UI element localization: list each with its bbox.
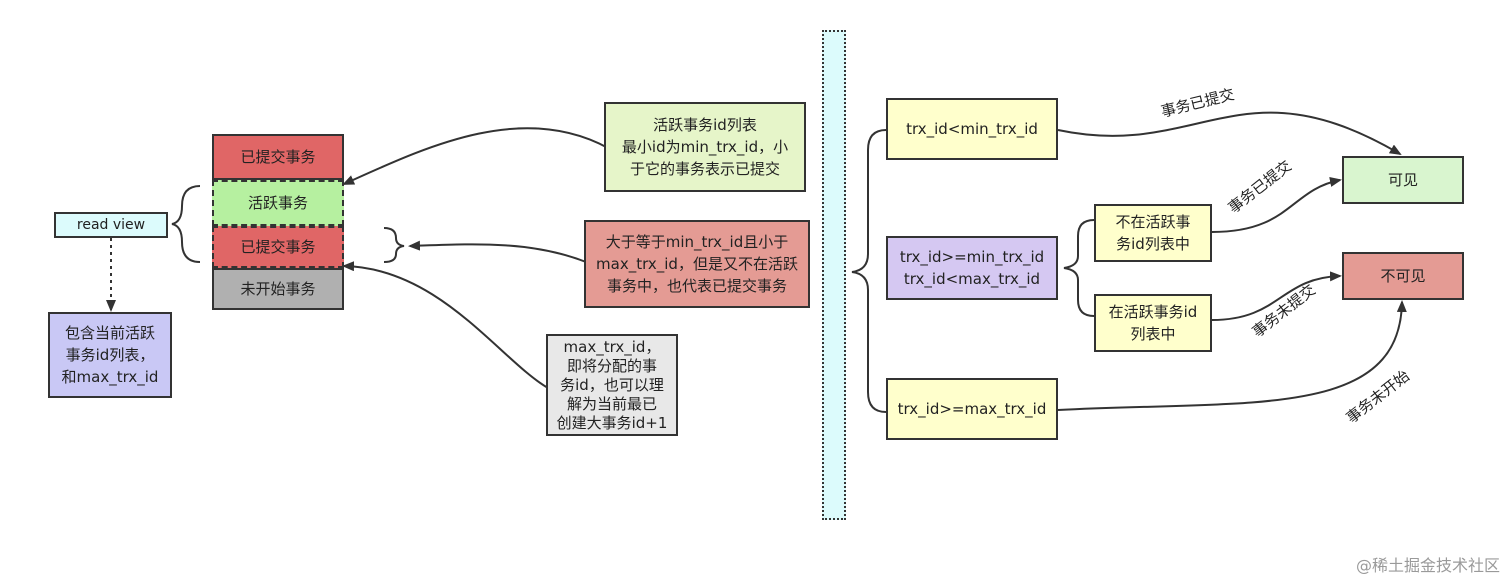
brace-between — [1063, 219, 1095, 317]
stack-not-started: 未开始事务 — [212, 268, 344, 310]
arrow-ge-max-invisible — [1057, 300, 1407, 411]
cond-between: trx_id>=min_trx_id trx_id<max_trx_id — [886, 236, 1058, 300]
arrow-note-active — [342, 127, 609, 185]
not-in-active-box: 不在活跃事 务id列表中 — [1094, 204, 1212, 262]
stack-committed-1: 已提交事务 — [212, 134, 344, 180]
invisible-box: 不可见 — [1342, 252, 1464, 300]
arrow-lt-min-visible — [1057, 111, 1402, 156]
visible-box: 可见 — [1342, 156, 1464, 204]
read-view-desc-box: 包含当前活跃 事务id列表， 和max_trx_id — [48, 312, 172, 398]
watermark: @稀土掘金技术社区 — [1355, 556, 1500, 575]
in-active-box: 在活跃事务id 列表中 — [1094, 294, 1212, 352]
divider — [822, 30, 846, 520]
stack-committed-2: 已提交事务 — [212, 226, 344, 268]
note-max: max_trx_id， 即将分配的事 务id，也可以理 解为当前最已 创建大事务… — [546, 334, 678, 436]
read-view-box: read view — [54, 212, 168, 238]
note-between: 大于等于min_trx_id且小于 max_trx_id，但是又不在活跃 事务中… — [584, 220, 810, 308]
arrow-note-between — [408, 240, 587, 263]
cond-lt-min: trx_id<min_trx_id — [886, 98, 1058, 160]
brace-right — [851, 129, 887, 413]
bracket-between — [383, 227, 405, 263]
cond-ge-max: trx_id>=max_trx_id — [886, 378, 1058, 440]
stack-active: 活跃事务 — [212, 180, 344, 226]
brace-readview — [171, 185, 201, 263]
arrow-note-max — [342, 261, 549, 389]
arrow-in-invisible — [1211, 271, 1342, 321]
note-active: 活跃事务id列表 最小id为min_trx_id，小 于它的事务表示已提交 — [604, 102, 806, 192]
arrow-notin-visible — [1211, 177, 1342, 233]
